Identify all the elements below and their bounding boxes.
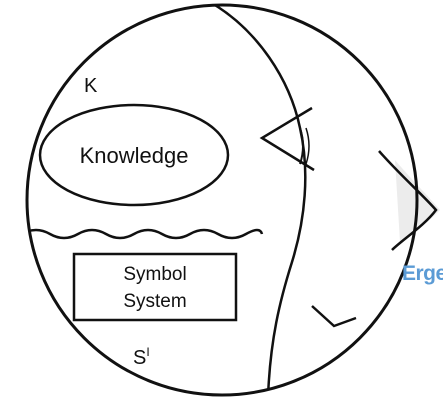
nose-shape — [378, 150, 438, 251]
k-label: K — [84, 75, 98, 97]
symbol-label: Symbol — [123, 264, 186, 285]
knowledge-label: Knowledge — [80, 143, 189, 168]
symbol-system-box — [72, 252, 238, 322]
wavy-line — [27, 228, 264, 240]
overlay-text: Ergeb — [402, 262, 443, 285]
eye-icon — [259, 106, 315, 172]
mouth-shape — [311, 305, 357, 328]
system-label: System — [123, 291, 186, 312]
nose-tip-fill — [395, 160, 440, 242]
knowledge-ellipse — [38, 103, 230, 207]
s-label: SI — [133, 345, 150, 369]
s-label-main: S — [133, 347, 146, 369]
s-label-superscript: I — [146, 345, 149, 359]
face-profile-line — [209, 5, 307, 395]
outer-circle — [25, 3, 419, 397]
